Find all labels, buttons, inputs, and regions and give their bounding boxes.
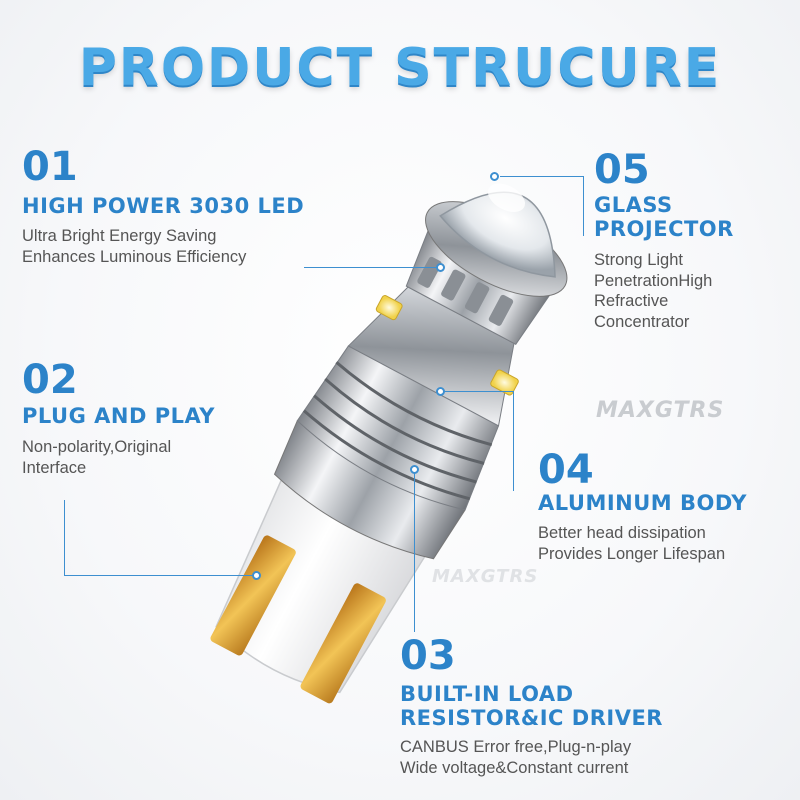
callout-dot	[436, 263, 445, 272]
desc-line: Concentrator	[594, 312, 690, 331]
callout-line	[500, 176, 584, 177]
callout-line	[304, 267, 440, 268]
feature-title-built-in-load-resistor: BUILT-IN LOAD RESISTOR&IC DRIVER	[400, 682, 663, 730]
feature-title-high-power-led: HIGH POWER 3030 LED	[22, 194, 305, 218]
brand-watermark: MAXGTRS	[432, 566, 539, 587]
aluminum-heatsink	[296, 345, 500, 511]
title-line: BUILT-IN LOAD	[400, 682, 574, 706]
feature-desc-glass-projector: Strong Light PenetrationHigh Refractive …	[594, 250, 712, 333]
desc-line: Strong Light	[594, 251, 683, 269]
feature-title-plug-and-play: PLUG AND PLAY	[22, 404, 215, 428]
callout-line	[442, 391, 514, 392]
feature-number-02: 02	[22, 357, 78, 403]
feature-number-01: 01	[22, 144, 78, 190]
callout-line	[64, 575, 254, 576]
gold-contact-left	[210, 535, 296, 656]
feature-desc-high-power-led: Ultra Bright Energy Saving Enhances Lumi…	[22, 226, 246, 267]
feature-desc-plug-and-play: Non-polarity,Original Interface	[22, 437, 171, 478]
desc-line: Refractive	[594, 292, 669, 311]
feature-number-05: 05	[594, 147, 650, 193]
page-title: PRODUCT STRUCURE	[78, 38, 722, 98]
brand-watermark: MAXGTRS	[596, 398, 725, 423]
desc-line: Non-polarity,Original	[22, 438, 172, 456]
callout-dot	[252, 571, 261, 580]
feature-number-04: 04	[538, 447, 594, 493]
feature-title-glass-projector: GLASS PROJECTOR	[594, 193, 734, 241]
desc-line: Interface	[22, 458, 87, 477]
feature-title-aluminum-body: ALUMINUM BODY	[538, 491, 747, 515]
desc-line: Better head dissipation	[538, 524, 706, 542]
gold-contact-right	[300, 583, 386, 704]
callout-line	[64, 500, 65, 576]
callout-line	[583, 176, 584, 236]
callout-dot	[490, 172, 499, 181]
desc-line: Ultra Bright Energy Saving	[22, 227, 217, 245]
title-line: PROJECTOR	[594, 216, 734, 241]
desc-line: Wide voltage&Constant current	[400, 758, 629, 777]
feature-number-03: 03	[400, 633, 456, 679]
desc-line: CANBUS Error free,Plug-n-play	[400, 738, 632, 756]
feature-desc-aluminum-body: Better head dissipation Provides Longer …	[538, 523, 725, 564]
callout-line	[513, 391, 514, 491]
bulb-body	[210, 183, 568, 704]
feature-desc-built-in-load-resistor: CANBUS Error free,Plug-n-play Wide volta…	[400, 737, 631, 778]
callout-line	[414, 472, 415, 632]
title-line: RESISTOR&IC DRIVER	[400, 705, 663, 730]
callout-dot	[410, 465, 419, 474]
desc-line: Provides Longer Lifespan	[538, 544, 726, 563]
desc-line: PenetrationHigh	[594, 271, 713, 290]
title-line: GLASS	[594, 193, 673, 217]
callout-dot	[436, 387, 445, 396]
side-led-chip	[375, 295, 403, 321]
desc-line: Enhances Luminous Efficiency	[22, 247, 247, 266]
side-led-chip	[490, 369, 519, 396]
